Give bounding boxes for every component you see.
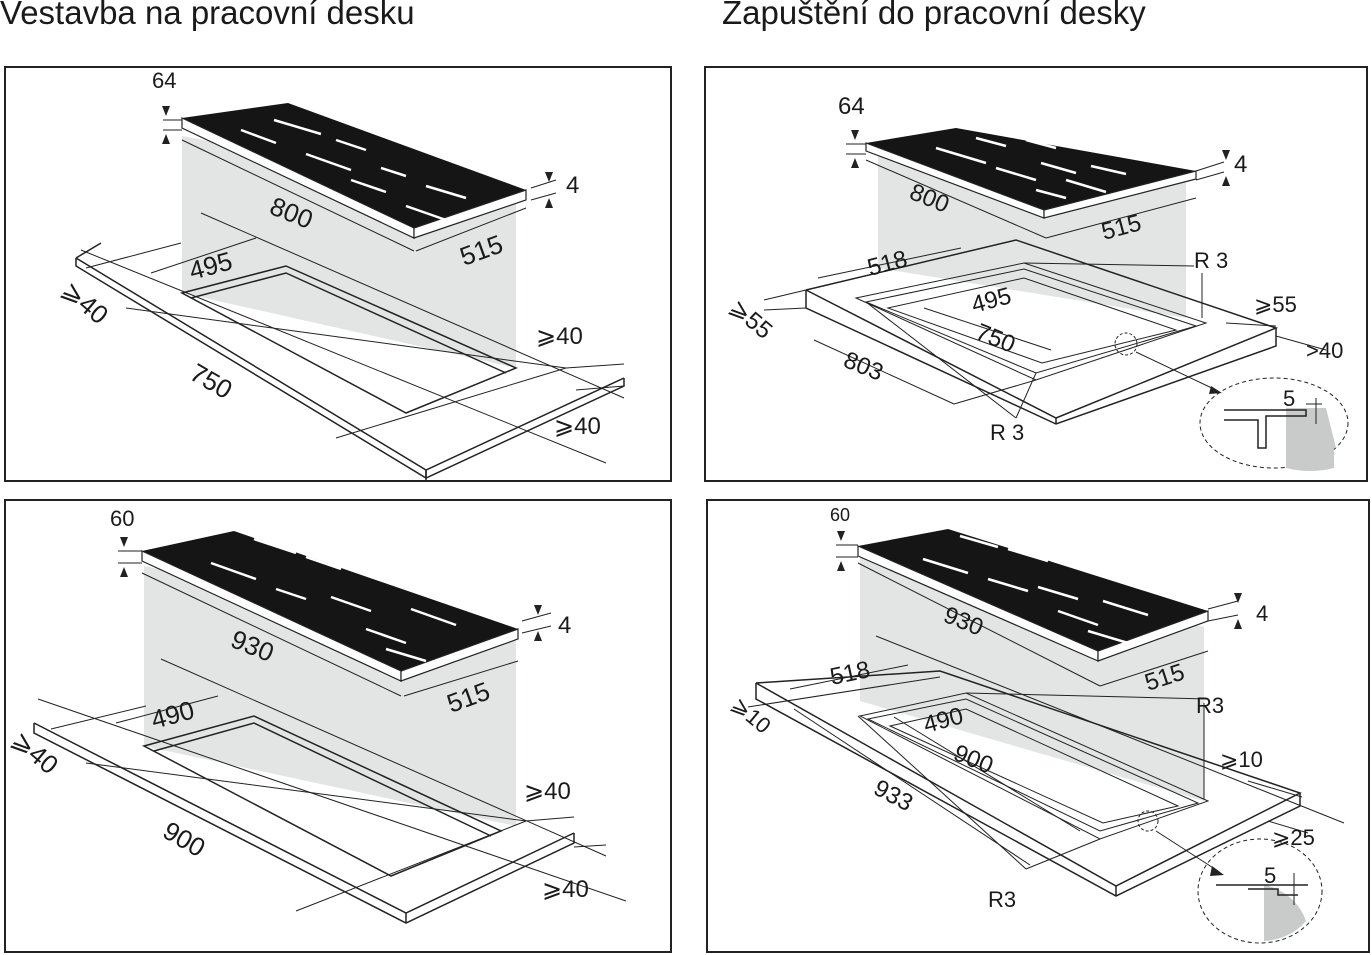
dim-detail: 5	[1264, 863, 1276, 888]
dim-rebate-length: 803	[840, 347, 887, 387]
panel-surface-800: 64 800 515 4 495 750 ⩾40 ⩾40 ⩾40	[4, 66, 672, 482]
dim-margin-back: ⩾10	[1220, 747, 1263, 772]
dim-margin-front: >40	[1306, 338, 1343, 363]
dim-thickness: 4	[1256, 601, 1268, 626]
dim-cut-length: 750	[185, 357, 238, 405]
dim-radius-top: R3	[1196, 693, 1224, 718]
dim-radius-top: R 3	[1194, 248, 1228, 273]
dim-margin-left: ⩾40	[6, 725, 64, 781]
dim-thickness: 4	[558, 612, 571, 639]
dim-margin-left: ⩾40	[56, 275, 114, 331]
dim-thickness: 4	[1234, 151, 1247, 178]
panel-flush-930: 60 930 515 4 518 490 900 933 ⩾10 ⩾10 ⩾25…	[706, 499, 1370, 953]
heading-flush-mount: Zapuštění do pracovní desky	[722, 0, 1146, 31]
dim-margin-front: ⩾40	[542, 876, 589, 903]
dim-radius-bottom: R 3	[990, 420, 1024, 445]
dim-detail: 5	[1283, 386, 1295, 411]
dim-rebate-depth: 518	[865, 245, 911, 281]
hob-glass	[182, 103, 526, 228]
dim-margin-left: ⩾10	[727, 692, 776, 739]
dim-margin-back: ⩾40	[536, 323, 583, 350]
dim-thickness: 4	[566, 172, 579, 199]
panel-flush-800: 64 800 515 4 518 495 750 803 ⩾55 ⩾55 >40…	[704, 66, 1368, 482]
dim-margin-back: ⩾40	[524, 778, 571, 805]
dim-rebate-length: 933	[869, 774, 917, 817]
heading-surface-mount: Vestavba na pracovní desku	[0, 0, 415, 31]
dim-height: 60	[830, 505, 850, 525]
dim-height: 64	[838, 93, 865, 120]
hob-glass	[142, 531, 518, 671]
hob-glass	[858, 529, 1208, 651]
dim-cut-depth: 495	[969, 282, 1015, 318]
dim-margin-back: ⩾55	[1254, 292, 1297, 317]
dim-margin-front: ⩾25	[1272, 825, 1315, 850]
dim-cut-length: 900	[950, 740, 997, 780]
dim-height: 64	[152, 68, 176, 93]
dim-cut-length: 900	[158, 815, 211, 863]
dim-margin-front: ⩾40	[554, 413, 601, 440]
dim-radius-bottom: R3	[988, 887, 1016, 912]
panel-surface-930: 60 930 515 4 490 900 ⩾40 ⩾40 ⩾40	[4, 499, 672, 953]
dim-height: 60	[110, 506, 134, 531]
hob-glass	[866, 128, 1196, 210]
dim-margin-left: ⩾55	[724, 294, 777, 345]
